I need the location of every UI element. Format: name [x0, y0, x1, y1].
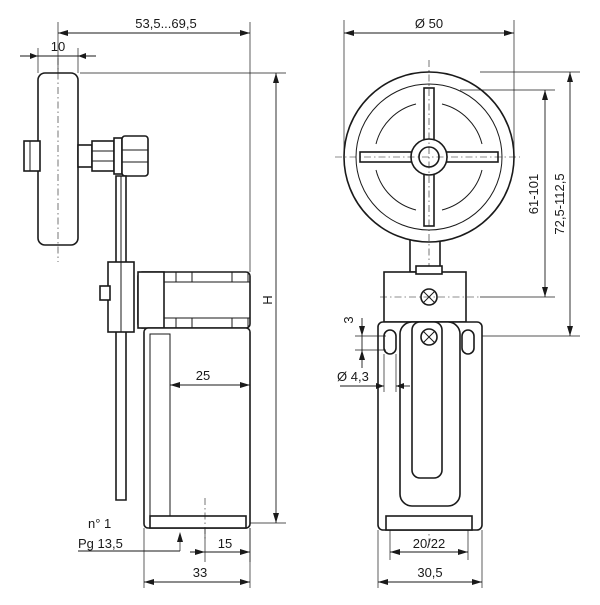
dim-total-height: H — [260, 295, 275, 304]
dim-mount-spacing: 20/22 — [413, 536, 446, 551]
dim-roller-width: 10 — [51, 39, 65, 54]
dim-lever-total-range: 72,5-112,5 — [552, 173, 567, 234]
front-view: Ø 50 61-101 72,5-112,5 3 Ø 4,3 — [335, 16, 580, 588]
dim-roller-offset: 53,5...69,5 — [135, 16, 196, 31]
dim-lever-range: 61-101 — [526, 174, 541, 214]
conduit-label: n° 1 — [88, 516, 111, 531]
dim-conduit-offset: 15 — [218, 536, 232, 551]
side-view: 53,5...69,5 10 H 25 n° 1 Pg 13,5 15 — [20, 16, 286, 588]
conduit-thread: Pg 13,5 — [78, 536, 123, 551]
dim-hole-diameter: Ø 4,3 — [337, 369, 369, 384]
dim-slot-size: 3 — [341, 316, 356, 323]
dim-body-depth: 33 — [193, 565, 207, 580]
dim-body-inner-width: 25 — [196, 368, 210, 383]
dim-roller-diameter: Ø 50 — [415, 16, 443, 31]
dim-body-width: 30,5 — [417, 565, 442, 580]
switch-body-side — [143, 327, 251, 529]
